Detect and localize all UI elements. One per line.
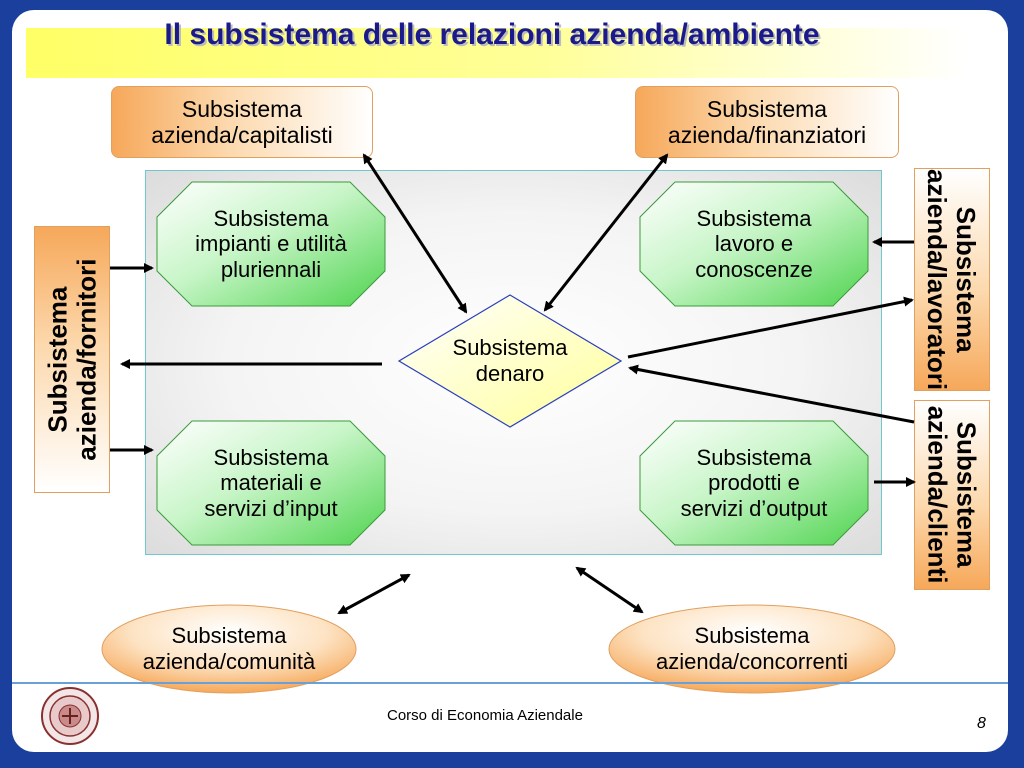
arrow-concorrenti (575, 566, 644, 614)
page-number: 8 (977, 715, 986, 732)
oct-materiali-line3: servizi d’input (204, 495, 338, 521)
oct-prodotti: Subsistema prodotti e servizi d’output (639, 420, 869, 546)
university-seal-icon (40, 686, 100, 751)
arrow-finanziatori-denaro (543, 153, 669, 312)
ellipse-comunita (101, 604, 357, 694)
oct-lavoro-line1: Subsistema (696, 206, 812, 232)
oct-prodotti-line1: Subsistema (696, 445, 812, 471)
oct-impianti-line1: Subsistema (213, 206, 329, 232)
ellipse-concorrenti (608, 604, 896, 694)
footer-course: Corso di Economia Aziendale (387, 707, 583, 724)
diamond-line1: Subsistema (452, 334, 568, 360)
box-capitalisti: Subsistema azienda/capitalisti (111, 86, 373, 158)
comunita-line2: azienda/comunità (142, 649, 316, 674)
oct-lavoro-line3: conoscenze (695, 256, 813, 282)
oct-materiali-line1: Subsistema (213, 445, 329, 471)
arrow-denaro-lavoratori (627, 296, 914, 359)
ellipse-comunita-text: Subsistema azienda/comunità (102, 608, 356, 690)
box-capitalisti-line1: Subsistema (181, 95, 303, 122)
oct-impianti-text: Subsistema impianti e utilità pluriennal… (156, 181, 386, 307)
diamond-denaro: Subsistema denaro (398, 294, 622, 428)
title-bar (26, 28, 966, 78)
oct-impianti: Subsistema impianti e utilità pluriennal… (156, 181, 386, 307)
box-capitalisti-line2: azienda/capitalisti (151, 122, 333, 148)
diamond-line2: denaro (475, 361, 545, 386)
ellipse-concorrenti-text: Subsistema azienda/concorrenti (609, 608, 895, 690)
oct-impianti-line3: pluriennali (220, 256, 322, 282)
oct-lavoro-text: Subsistema lavoro e conoscenze (639, 181, 869, 307)
slide: Il subsistema delle relazioni azienda/am… (12, 10, 1008, 752)
octagon-shape (156, 420, 386, 546)
box-finanziatori-line2: azienda/finanziatori (667, 122, 867, 148)
oct-materiali: Subsistema materiali e servizi d’input (156, 420, 386, 546)
box-fornitori: Subsistema azienda/fornitori (34, 226, 110, 493)
concorrenti-line2: azienda/concorrenti (655, 649, 848, 674)
box-clienti: Subsistema azienda/clienti (914, 400, 990, 590)
oct-lavoro: Subsistema lavoro e conoscenze (639, 181, 869, 307)
box-finanziatori-line1: Subsistema (706, 95, 828, 122)
oct-prodotti-line3: servizi d’output (680, 495, 828, 521)
oct-lavoro-line2: lavoro e (714, 231, 794, 257)
concorrenti-line1: Subsistema (694, 622, 810, 648)
slide-title: Il subsistema delle relazioni azienda/am… (164, 18, 820, 51)
box-finanziatori: Subsistema azienda/finanziatori (635, 86, 899, 158)
comunita-line1: Subsistema (171, 622, 287, 648)
arrow-clienti-denaro (628, 364, 915, 424)
oct-prodotti-text: Subsistema prodotti e servizi d’output (639, 420, 869, 546)
oct-impianti-line2: impianti e utilità (195, 231, 347, 257)
oct-materiali-text: Subsistema materiali e servizi d’input (156, 420, 386, 546)
box-lavoratori: Subsistema azienda/lavoratori (914, 168, 990, 391)
connectors-layer (101, 153, 916, 694)
oct-prodotti-line2: prodotti e (708, 470, 800, 496)
diamond-text: Subsistema denaro (398, 294, 622, 428)
octagon-shape (156, 181, 386, 307)
footer-divider (12, 682, 1008, 684)
oct-materiali-line2: materiali e (220, 470, 322, 496)
diamond-shape (398, 294, 622, 428)
octagon-shape (639, 420, 869, 546)
arrow-comunita (337, 573, 411, 615)
arrow-capitalisti-denaro (362, 153, 468, 314)
